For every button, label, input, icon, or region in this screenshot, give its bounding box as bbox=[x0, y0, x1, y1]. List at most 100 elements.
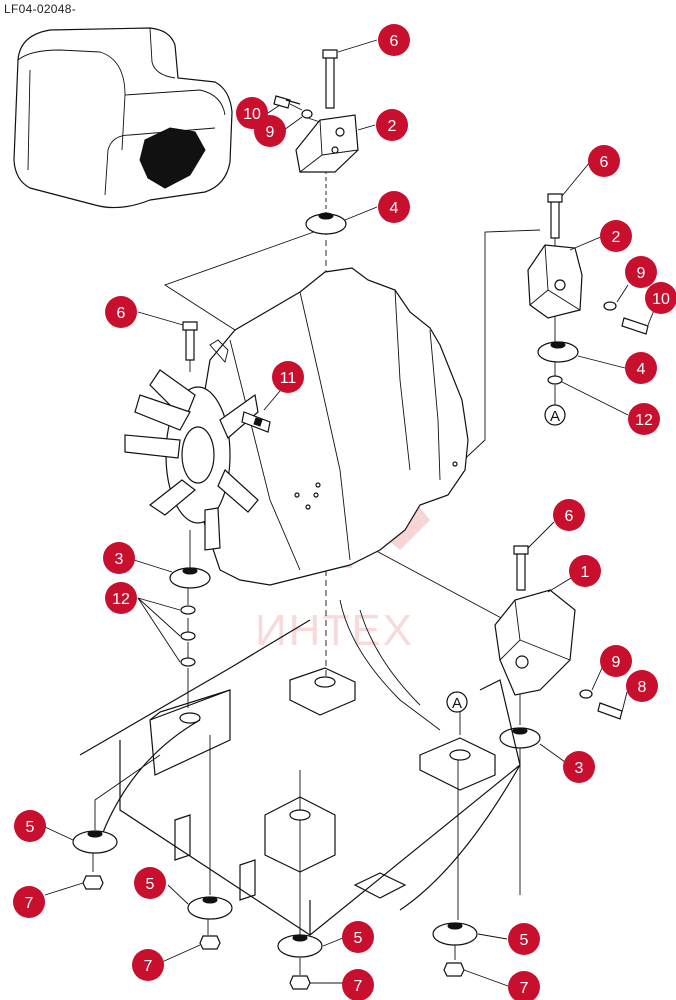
callout-circle bbox=[553, 499, 585, 531]
callout-circle bbox=[563, 751, 595, 783]
callout-circle bbox=[14, 810, 46, 842]
callout-7-d: 7 bbox=[508, 971, 540, 1000]
callout-5-a: 5 bbox=[14, 810, 46, 842]
bracket-part-2-right bbox=[527, 244, 583, 319]
callout-number: 1 bbox=[581, 564, 590, 581]
callout-number: 9 bbox=[637, 265, 646, 282]
engine-block bbox=[194, 267, 469, 586]
callout-circle bbox=[132, 949, 164, 981]
callout-9-lower: 9 bbox=[600, 645, 632, 677]
callout-number: 4 bbox=[390, 200, 399, 217]
watermark-text: ИНТЕХ bbox=[255, 606, 414, 655]
callout-circle bbox=[376, 109, 408, 141]
callout-circle bbox=[342, 921, 374, 953]
callout-circle bbox=[103, 542, 135, 574]
washer-part-9 bbox=[301, 109, 617, 699]
callout-circle bbox=[378, 191, 410, 223]
callout-circle bbox=[625, 256, 657, 288]
callout-number: 10 bbox=[652, 291, 670, 308]
callout-6-lower-right: 6 bbox=[553, 499, 585, 531]
callout-number: 2 bbox=[612, 229, 621, 246]
bolt-part-10-8 bbox=[273, 95, 649, 720]
callout-8: 8 bbox=[626, 670, 658, 702]
callout-9-right: 9 bbox=[625, 256, 657, 288]
callout-7-c: 7 bbox=[342, 969, 374, 1000]
callout-10-right: 10 bbox=[645, 282, 676, 314]
callout-circle bbox=[105, 582, 137, 614]
reference-marker-a-upper: A bbox=[544, 385, 566, 426]
callout-number: 3 bbox=[575, 760, 584, 777]
callout-number: 12 bbox=[112, 591, 130, 608]
callout-circle bbox=[272, 361, 304, 393]
cushion-part-5 bbox=[72, 830, 478, 958]
callout-6-right: 6 bbox=[588, 145, 620, 177]
callout-circle bbox=[134, 867, 166, 899]
callout-number: 6 bbox=[565, 508, 574, 525]
callout-circle bbox=[600, 220, 632, 252]
callout-7-b: 7 bbox=[132, 949, 164, 981]
bracket-part-2-top bbox=[295, 114, 359, 173]
callout-number: 6 bbox=[600, 154, 609, 171]
callout-circle bbox=[588, 145, 620, 177]
callout-circle bbox=[105, 296, 137, 328]
callout-circle bbox=[13, 886, 45, 918]
callout-number: 6 bbox=[117, 305, 126, 322]
callout-number: 7 bbox=[520, 980, 529, 997]
callout-number: 7 bbox=[25, 895, 34, 912]
callout-5-d: 5 bbox=[508, 923, 540, 955]
callout-number: 12 bbox=[635, 412, 653, 429]
nut-part-7 bbox=[82, 875, 465, 990]
callout-3-left: 3 bbox=[103, 542, 135, 574]
svg-text:A: A bbox=[452, 695, 462, 712]
callout-1: 1 bbox=[569, 555, 601, 587]
callout-9-top: 9 bbox=[254, 115, 286, 147]
callout-4-top: 4 bbox=[378, 191, 410, 223]
bracket-part-1 bbox=[494, 589, 576, 696]
base-frame bbox=[79, 599, 521, 936]
callout-4-right: 4 bbox=[625, 352, 657, 384]
callout-number: 8 bbox=[638, 679, 647, 696]
callout-6-left: 6 bbox=[105, 296, 137, 328]
callout-circle bbox=[626, 670, 658, 702]
callout-number: 11 bbox=[280, 370, 297, 387]
callout-7-a: 7 bbox=[13, 886, 45, 918]
callout-12-right: 12 bbox=[628, 403, 660, 435]
callout-number: 10 bbox=[243, 106, 261, 123]
reference-marker-a-lower: A bbox=[446, 691, 468, 713]
callout-circle bbox=[254, 115, 286, 147]
callout-circle bbox=[342, 969, 374, 1000]
callout-circle bbox=[628, 403, 660, 435]
callout-number: 3 bbox=[115, 551, 124, 568]
callout-circle bbox=[600, 645, 632, 677]
cushion-part-3 bbox=[169, 567, 541, 749]
callout-2-right: 2 bbox=[600, 220, 632, 252]
svg-text:A: A bbox=[550, 408, 560, 425]
callout-circle bbox=[645, 282, 676, 314]
callout-5-b: 5 bbox=[134, 867, 166, 899]
callout-3-right: 3 bbox=[563, 751, 595, 783]
cooling-fan bbox=[124, 369, 259, 551]
bolt-part-6 bbox=[182, 49, 563, 591]
callout-number: 5 bbox=[26, 819, 35, 836]
callout-number: 5 bbox=[354, 930, 363, 947]
callout-circle bbox=[569, 555, 601, 587]
callout-number: 5 bbox=[520, 932, 529, 949]
callout-number: 9 bbox=[266, 124, 275, 141]
callout-leaders bbox=[44, 39, 656, 987]
callout-number: 9 bbox=[612, 654, 621, 671]
callout-2-top: 2 bbox=[376, 109, 408, 141]
callout-number: 6 bbox=[390, 33, 399, 50]
cushion-part-4 bbox=[305, 212, 579, 363]
callout-circle bbox=[508, 971, 540, 1000]
callout-number: 7 bbox=[144, 958, 153, 975]
callout-5-c: 5 bbox=[342, 921, 374, 953]
callout-number: 5 bbox=[146, 876, 155, 893]
callout-number: 2 bbox=[388, 118, 397, 135]
callout-12-left: 12 bbox=[105, 582, 137, 614]
document-code: LF04-02048- bbox=[4, 2, 77, 16]
callout-circle bbox=[625, 352, 657, 384]
callout-number: 7 bbox=[354, 978, 363, 995]
